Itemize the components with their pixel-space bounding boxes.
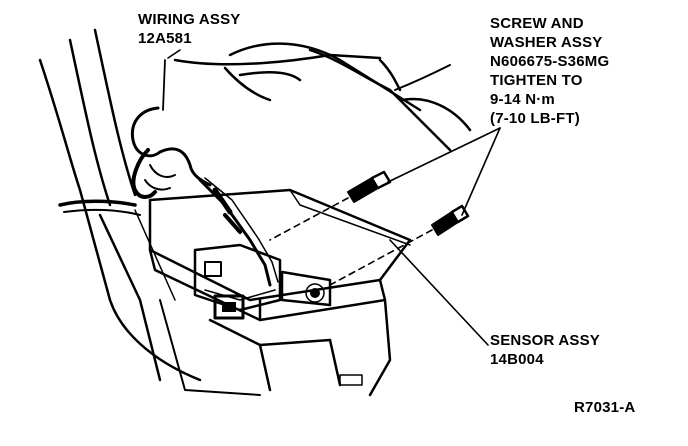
screw-name-line2: WASHER ASSY [490, 34, 603, 51]
screw-part-number: N606675-S36MG [490, 53, 610, 70]
floor-pan [173, 42, 472, 152]
screw-washer-callout: SCREW AND WASHER ASSY N606675-S36MG TIGH… [490, 14, 609, 128]
sensor-assy-callout: SENSOR ASSY 14B004 [490, 331, 600, 369]
body-panel [38, 28, 261, 396]
screw-lower [431, 204, 470, 236]
torque-instruction: TIGHTEN TO [490, 72, 583, 89]
wiring-assy-callout: WIRING ASSY 12A581 [138, 10, 240, 48]
mounting-bracket [148, 188, 412, 397]
sensor-assy-name: SENSOR ASSY [490, 332, 601, 349]
screw-name-line1: SCREW AND [490, 15, 584, 32]
install-paths [269, 197, 433, 286]
sensor-body [193, 243, 332, 320]
screw-upper [347, 170, 392, 203]
figure-id: R7031-A [574, 399, 636, 416]
wiring-harness [130, 59, 279, 287]
torque-imperial: (7-10 LB-FT) [490, 110, 580, 127]
leader-lines [167, 49, 501, 346]
wiring-assy-name: WIRING ASSY [138, 11, 241, 28]
wiring-assy-part-number: 12A581 [138, 30, 192, 47]
torque-metric: 9-14 N·m [490, 91, 555, 108]
sensor-assy-part-number: 14B004 [490, 351, 544, 368]
